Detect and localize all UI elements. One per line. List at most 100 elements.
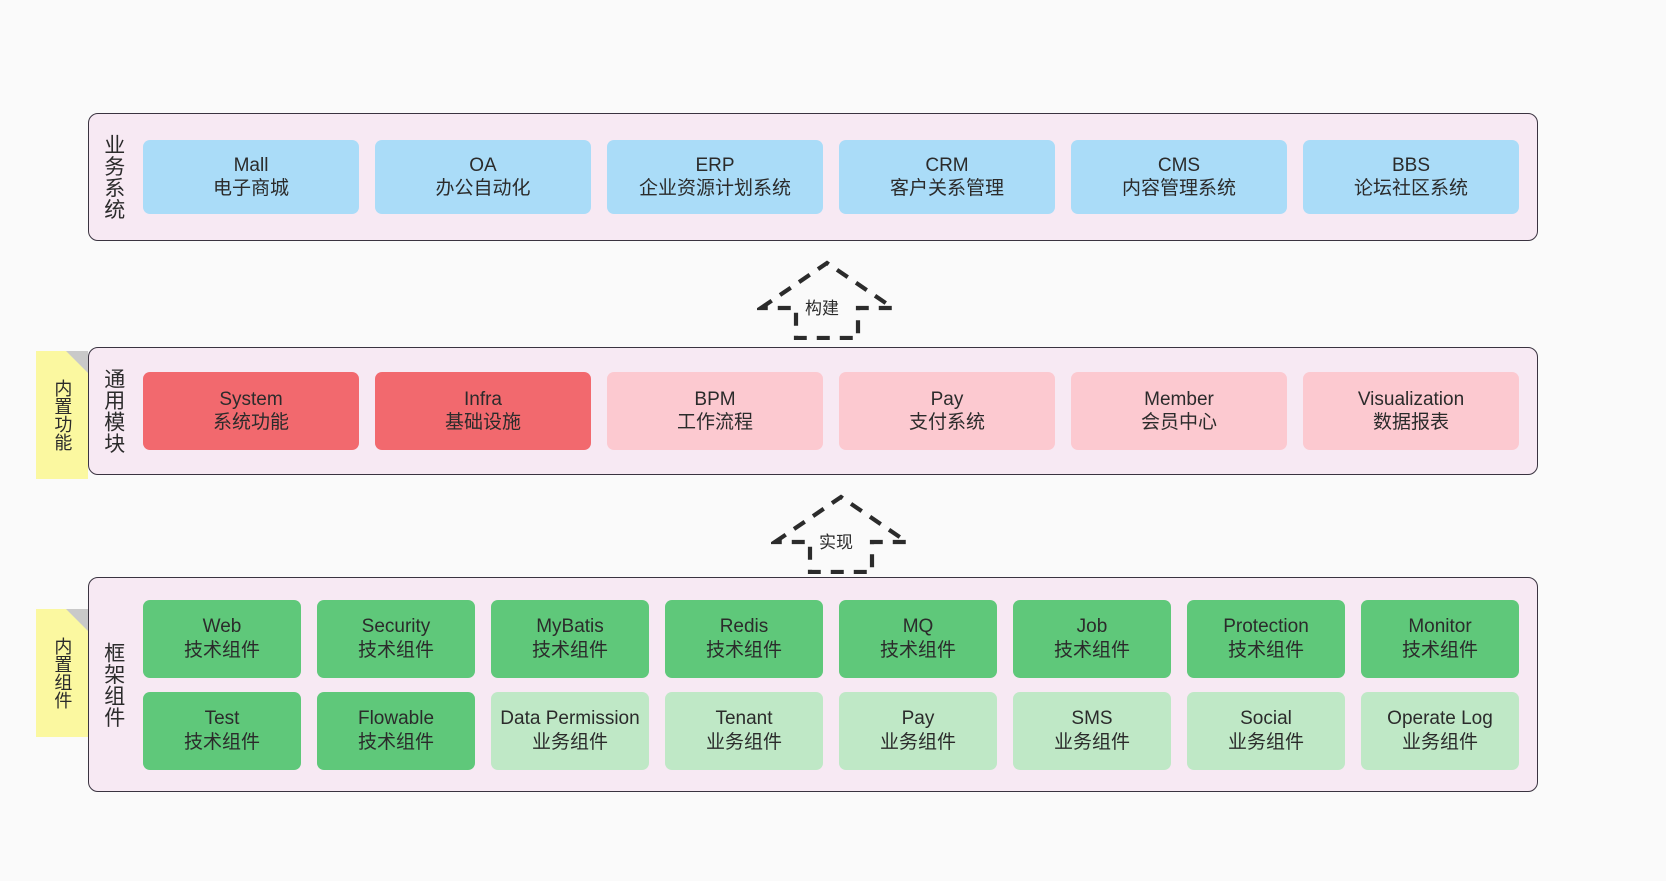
- card-pay-business[interactable]: Pay 业务组件: [839, 691, 997, 770]
- card-web[interactable]: Web 技术组件: [143, 599, 301, 678]
- card-subtitle: 工作流程: [676, 412, 753, 433]
- card-row: Web 技术组件 Security 技术组件 MyBatis 技术组件 Redi…: [143, 599, 1519, 678]
- note-fold-corner-icon: [66, 609, 88, 631]
- card-title: Protection: [1223, 616, 1309, 638]
- card-subtitle: 支付系统: [908, 412, 985, 433]
- card-title: ERP: [695, 154, 735, 176]
- card-title: Tenant: [715, 708, 773, 730]
- card-title: Web: [202, 616, 242, 638]
- note-builtin-function: 内置功能: [36, 351, 88, 479]
- card-subtitle: 系统功能: [212, 412, 289, 433]
- card-title: CMS: [1157, 154, 1201, 176]
- card-row: System 系统功能 Infra 基础设施 BPM 工作流程 Pay 支付系统…: [143, 372, 1519, 450]
- card-title: Flowable: [357, 708, 435, 730]
- card-subtitle: 会员中心: [1140, 412, 1217, 433]
- card-visualization[interactable]: Visualization 数据报表: [1303, 372, 1519, 450]
- card-title: Test: [204, 708, 240, 730]
- card-title: Pay: [901, 708, 935, 730]
- card-mybatis[interactable]: MyBatis 技术组件: [491, 599, 649, 678]
- layer-framework-component-title: 框架组件: [101, 641, 125, 728]
- card-subtitle: 业务组件: [1227, 731, 1304, 753]
- card-tenant[interactable]: Tenant 业务组件: [665, 691, 823, 770]
- card-subtitle: 技术组件: [1053, 639, 1130, 661]
- card-test[interactable]: Test 技术组件: [143, 691, 301, 770]
- card-title: System: [219, 388, 283, 410]
- layer-common-module-body: System 系统功能 Infra 基础设施 BPM 工作流程 Pay 支付系统…: [137, 348, 1537, 474]
- card-data-permission[interactable]: Data Permission 业务组件: [491, 691, 649, 770]
- card-security[interactable]: Security 技术组件: [317, 599, 475, 678]
- card-subtitle: 基础设施: [444, 412, 521, 433]
- card-subtitle: 数据报表: [1372, 412, 1449, 433]
- card-subtitle: 内容管理系统: [1121, 178, 1236, 199]
- note-builtin-component: 内置组件: [36, 609, 88, 737]
- card-member[interactable]: Member 会员中心: [1071, 372, 1287, 450]
- card-bpm[interactable]: BPM 工作流程: [607, 372, 823, 450]
- note-fold-corner-icon: [66, 351, 88, 373]
- card-subtitle: 论坛社区系统: [1353, 178, 1468, 199]
- connector-build-arrow-icon: 构建: [757, 258, 897, 340]
- card-subtitle: 技术组件: [357, 731, 434, 753]
- card-title: BBS: [1391, 154, 1431, 176]
- card-title: MyBatis: [536, 616, 604, 638]
- card-operate-log[interactable]: Operate Log 业务组件: [1361, 691, 1519, 770]
- card-subtitle: 技术组件: [357, 639, 434, 661]
- card-protection[interactable]: Protection 技术组件: [1187, 599, 1345, 678]
- connector-build-label: 构建: [805, 299, 839, 318]
- card-mall[interactable]: Mall 电子商城: [143, 140, 359, 214]
- card-infra[interactable]: Infra 基础设施: [375, 372, 591, 450]
- card-title: Security: [361, 616, 431, 638]
- card-title: BPM: [694, 388, 736, 410]
- layer-common-module-title: 通用模块: [101, 368, 125, 454]
- layer-business-system-body: Mall 电子商城 OA 办公自动化 ERP 企业资源计划系统 CRM 客户关系…: [137, 114, 1537, 240]
- card-subtitle: 技术组件: [531, 639, 608, 661]
- card-title: Job: [1076, 616, 1108, 638]
- card-title: Social: [1240, 708, 1292, 730]
- connector-implement-arrow-icon: 实现: [771, 492, 911, 574]
- card-bbs[interactable]: BBS 论坛社区系统: [1303, 140, 1519, 214]
- card-job[interactable]: Job 技术组件: [1013, 599, 1171, 678]
- card-title: CRM: [925, 154, 969, 176]
- layer-framework-component: 框架组件 Web 技术组件 Security 技术组件 MyBatis 技术组件…: [88, 577, 1538, 792]
- card-system[interactable]: System 系统功能: [143, 372, 359, 450]
- card-subtitle: 业务组件: [879, 731, 956, 753]
- layer-business-system-title: 业务系统: [101, 134, 125, 220]
- card-title: MQ: [902, 616, 934, 638]
- card-mq[interactable]: MQ 技术组件: [839, 599, 997, 678]
- card-monitor[interactable]: Monitor 技术组件: [1361, 599, 1519, 678]
- card-redis[interactable]: Redis 技术组件: [665, 599, 823, 678]
- card-row: Test 技术组件 Flowable 技术组件 Data Permission …: [143, 691, 1519, 770]
- card-sms[interactable]: SMS 业务组件: [1013, 691, 1171, 770]
- card-title: Data Permission: [500, 708, 640, 730]
- card-flowable[interactable]: Flowable 技术组件: [317, 691, 475, 770]
- card-subtitle: 业务组件: [705, 731, 782, 753]
- card-title: OA: [469, 154, 497, 176]
- card-subtitle: 技术组件: [183, 731, 260, 753]
- card-subtitle: 办公自动化: [435, 178, 531, 199]
- card-subtitle: 客户关系管理: [889, 178, 1004, 199]
- layer-framework-component-body: Web 技术组件 Security 技术组件 MyBatis 技术组件 Redi…: [137, 578, 1537, 791]
- connector-implement-label: 实现: [819, 533, 853, 552]
- card-title: Monitor: [1408, 616, 1472, 638]
- card-subtitle: 企业资源计划系统: [638, 178, 791, 199]
- card-pay[interactable]: Pay 支付系统: [839, 372, 1055, 450]
- card-title: SMS: [1071, 708, 1113, 730]
- card-subtitle: 技术组件: [879, 639, 956, 661]
- card-subtitle: 技术组件: [705, 639, 782, 661]
- card-subtitle: 技术组件: [1401, 639, 1478, 661]
- card-crm[interactable]: CRM 客户关系管理: [839, 140, 1055, 214]
- card-subtitle: 电子商城: [212, 178, 289, 199]
- card-title: Member: [1144, 388, 1214, 410]
- note-label: 内置组件: [52, 637, 73, 709]
- card-subtitle: 业务组件: [1053, 731, 1130, 753]
- card-row: Mall 电子商城 OA 办公自动化 ERP 企业资源计划系统 CRM 客户关系…: [143, 140, 1519, 214]
- card-title: Redis: [719, 616, 769, 638]
- card-cms[interactable]: CMS 内容管理系统: [1071, 140, 1287, 214]
- layer-business-system: 业务系统 Mall 电子商城 OA 办公自动化 ERP 企业资源计划系统 CRM…: [88, 113, 1538, 241]
- card-oa[interactable]: OA 办公自动化: [375, 140, 591, 214]
- card-title: Visualization: [1357, 388, 1465, 410]
- card-erp[interactable]: ERP 企业资源计划系统: [607, 140, 823, 214]
- card-subtitle: 技术组件: [1227, 639, 1304, 661]
- card-social[interactable]: Social 业务组件: [1187, 691, 1345, 770]
- card-title: Pay: [930, 388, 964, 410]
